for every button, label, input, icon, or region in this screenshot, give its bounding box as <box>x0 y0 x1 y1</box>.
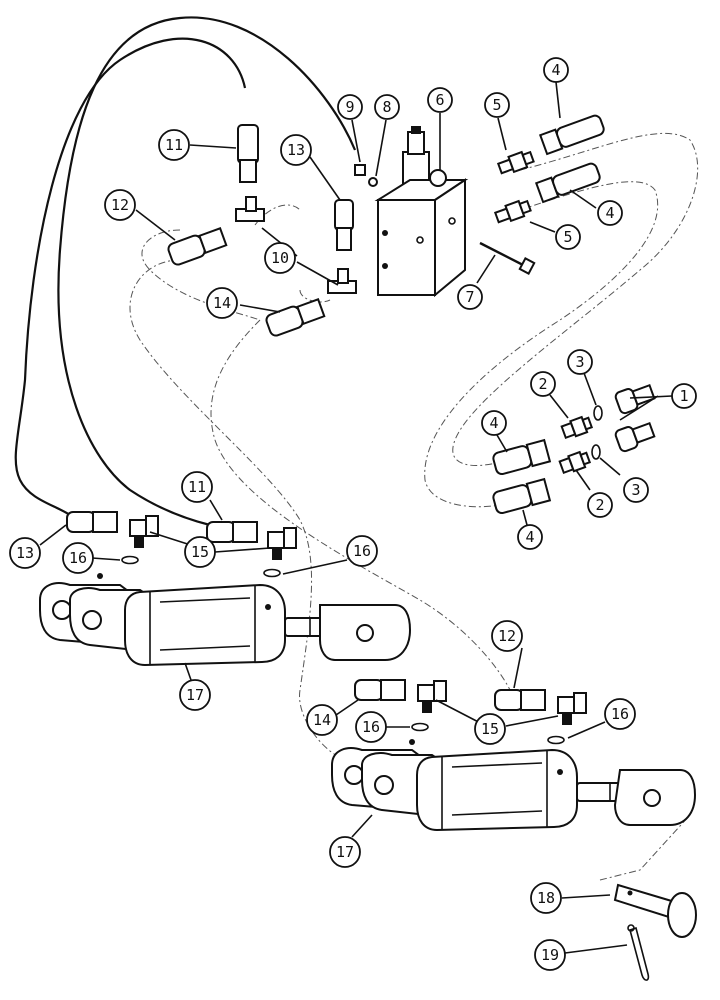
hose-lines <box>14 16 357 527</box>
svg-text:4: 4 <box>489 414 498 432</box>
svg-text:12: 12 <box>498 627 516 645</box>
hydraulic-cylinder-lower <box>331 739 697 832</box>
hose-end-13-lower <box>66 511 118 533</box>
o-rings-16-lower <box>411 722 565 745</box>
callout-5: 5 <box>555 224 581 250</box>
elbows-15-upper <box>129 515 297 560</box>
callout-4: 4 <box>481 410 507 436</box>
o-rings-16-upper <box>121 555 281 578</box>
callout-11: 11 <box>181 471 213 503</box>
svg-text:11: 11 <box>188 478 206 496</box>
svg-text:5: 5 <box>492 96 501 114</box>
svg-text:9: 9 <box>345 98 354 116</box>
callout-11: 11 <box>158 129 190 161</box>
svg-text:7: 7 <box>465 288 474 306</box>
svg-text:17: 17 <box>186 686 204 704</box>
callouts: 1 2 2 3 3 4 4 4 4 5 5 6 7 8 9 10 11 11 1… <box>9 57 697 971</box>
svg-text:4: 4 <box>525 528 534 546</box>
svg-text:4: 4 <box>551 61 560 79</box>
hose-end-11-lower <box>206 521 258 543</box>
control-valve <box>374 126 469 298</box>
callout-5: 5 <box>484 92 510 118</box>
callout-16: 16 <box>604 698 636 730</box>
svg-text:8: 8 <box>382 98 391 116</box>
callout-14: 14 <box>206 287 238 319</box>
callout-13: 13 <box>9 537 41 569</box>
bolt <box>479 241 536 275</box>
hose-end-12-lower <box>494 689 546 711</box>
hose-end-14-lower <box>354 679 406 701</box>
hydraulic-cylinder-upper <box>39 573 412 667</box>
callout-12: 12 <box>104 189 136 221</box>
svg-text:15: 15 <box>191 543 209 561</box>
svg-text:15: 15 <box>481 720 499 738</box>
clevis-pin <box>613 883 697 938</box>
svg-text:10: 10 <box>271 249 289 267</box>
svg-text:2: 2 <box>595 496 604 514</box>
callout-17: 17 <box>179 679 211 711</box>
svg-text:12: 12 <box>111 196 129 214</box>
callout-8: 8 <box>374 94 400 120</box>
callout-17: 17 <box>329 836 361 868</box>
o-rings-3 <box>591 405 603 460</box>
svg-text:3: 3 <box>631 481 640 499</box>
svg-text:19: 19 <box>541 946 559 964</box>
svg-text:16: 16 <box>353 542 371 560</box>
callout-19: 19 <box>534 939 566 971</box>
quick-couplers-1 <box>614 383 656 453</box>
callout-14: 14 <box>306 704 338 736</box>
elbows-15-lower <box>417 680 587 725</box>
svg-text:5: 5 <box>563 228 572 246</box>
hose-end-14-upper <box>265 298 326 337</box>
callout-2: 2 <box>587 492 613 518</box>
svg-text:18: 18 <box>537 889 555 907</box>
svg-text:14: 14 <box>313 711 331 729</box>
callout-15: 15 <box>184 536 216 568</box>
callout-10: 10 <box>264 242 296 274</box>
callout-4: 4 <box>517 524 543 550</box>
svg-text:6: 6 <box>435 91 444 109</box>
nut-and-ring <box>354 164 378 187</box>
callout-16: 16 <box>346 535 378 567</box>
cotter-pin <box>627 924 650 981</box>
svg-text:1: 1 <box>679 387 688 405</box>
adapters-2 <box>558 415 594 475</box>
dash-lines <box>129 132 699 881</box>
callout-4: 4 <box>543 57 569 83</box>
svg-text:13: 13 <box>16 544 34 562</box>
hose-ends-4-lower <box>492 438 552 515</box>
callout-7: 7 <box>457 284 483 310</box>
leader-lines <box>39 81 673 954</box>
svg-text:11: 11 <box>165 136 183 154</box>
callout-18: 18 <box>530 882 562 914</box>
svg-text:14: 14 <box>213 294 231 312</box>
hose-ends-4-upper <box>534 114 605 204</box>
callout-16: 16 <box>62 542 94 574</box>
hose-end-11-upper <box>237 124 259 183</box>
svg-text:2: 2 <box>538 375 547 393</box>
callout-9: 9 <box>337 94 363 120</box>
svg-text:4: 4 <box>605 204 614 222</box>
callout-3: 3 <box>567 349 593 375</box>
callout-16: 16 <box>355 711 387 743</box>
callout-1: 1 <box>671 383 697 409</box>
svg-text:3: 3 <box>575 353 584 371</box>
hose-end-12-upper <box>167 227 228 266</box>
callout-3: 3 <box>623 477 649 503</box>
svg-text:16: 16 <box>611 705 629 723</box>
callout-12: 12 <box>491 620 523 652</box>
svg-text:16: 16 <box>69 549 87 567</box>
callout-15: 15 <box>474 713 506 745</box>
hose-end-13-upper <box>334 199 354 251</box>
callout-6: 6 <box>427 87 453 113</box>
callout-13: 13 <box>280 134 312 166</box>
svg-text:17: 17 <box>336 843 354 861</box>
adapters-5 <box>493 150 535 224</box>
callout-2: 2 <box>530 371 556 397</box>
svg-text:16: 16 <box>362 718 380 736</box>
callout-4: 4 <box>597 200 623 226</box>
svg-text:13: 13 <box>287 141 305 159</box>
